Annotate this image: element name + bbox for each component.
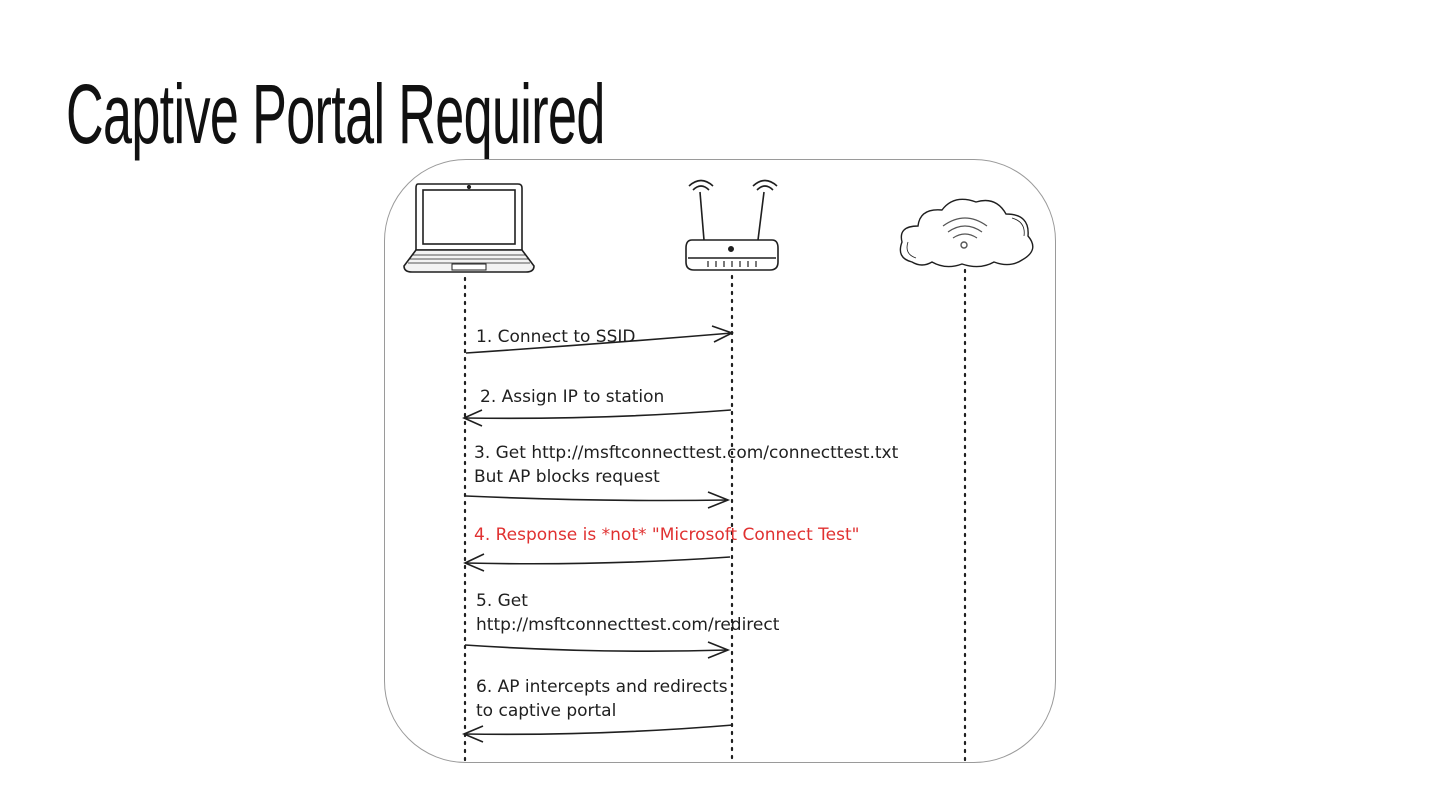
laptop-icon bbox=[403, 183, 535, 273]
lifelines bbox=[463, 268, 967, 762]
wifi-router-icon bbox=[685, 179, 779, 271]
slide-title: Captive Portal Required bbox=[66, 67, 605, 161]
message-2-line-1: 2. Assign IP to station bbox=[480, 387, 664, 407]
message-5-line-2: http://msftconnecttest.com/redirect bbox=[476, 615, 780, 635]
message-3-line-1: 3. Get http://msftconnecttest.com/connec… bbox=[474, 443, 899, 463]
message-6-line-2: to captive portal bbox=[476, 701, 616, 721]
message-5-line-1: 5. Get bbox=[476, 591, 528, 611]
message-6-arrow bbox=[461, 724, 734, 743]
message-2-arrow bbox=[462, 409, 732, 427]
message-3-line-2: But AP blocks request bbox=[474, 467, 660, 487]
message-1-line-1: 1. Connect to SSID bbox=[476, 327, 635, 347]
message-3-arrow bbox=[465, 491, 731, 509]
message-6-line-1: 6. AP intercepts and redirects bbox=[476, 677, 728, 697]
message-4-line-1: 4. Response is *not* "Microsoft Connect … bbox=[474, 525, 859, 545]
messages: 1. Connect to SSID 2. Assign IP to stati… bbox=[461, 325, 899, 743]
message-4-arrow bbox=[463, 553, 731, 572]
message-1-arrow bbox=[465, 325, 735, 354]
cloud-wifi-icon bbox=[899, 198, 1034, 268]
message-5-arrow bbox=[464, 641, 731, 659]
